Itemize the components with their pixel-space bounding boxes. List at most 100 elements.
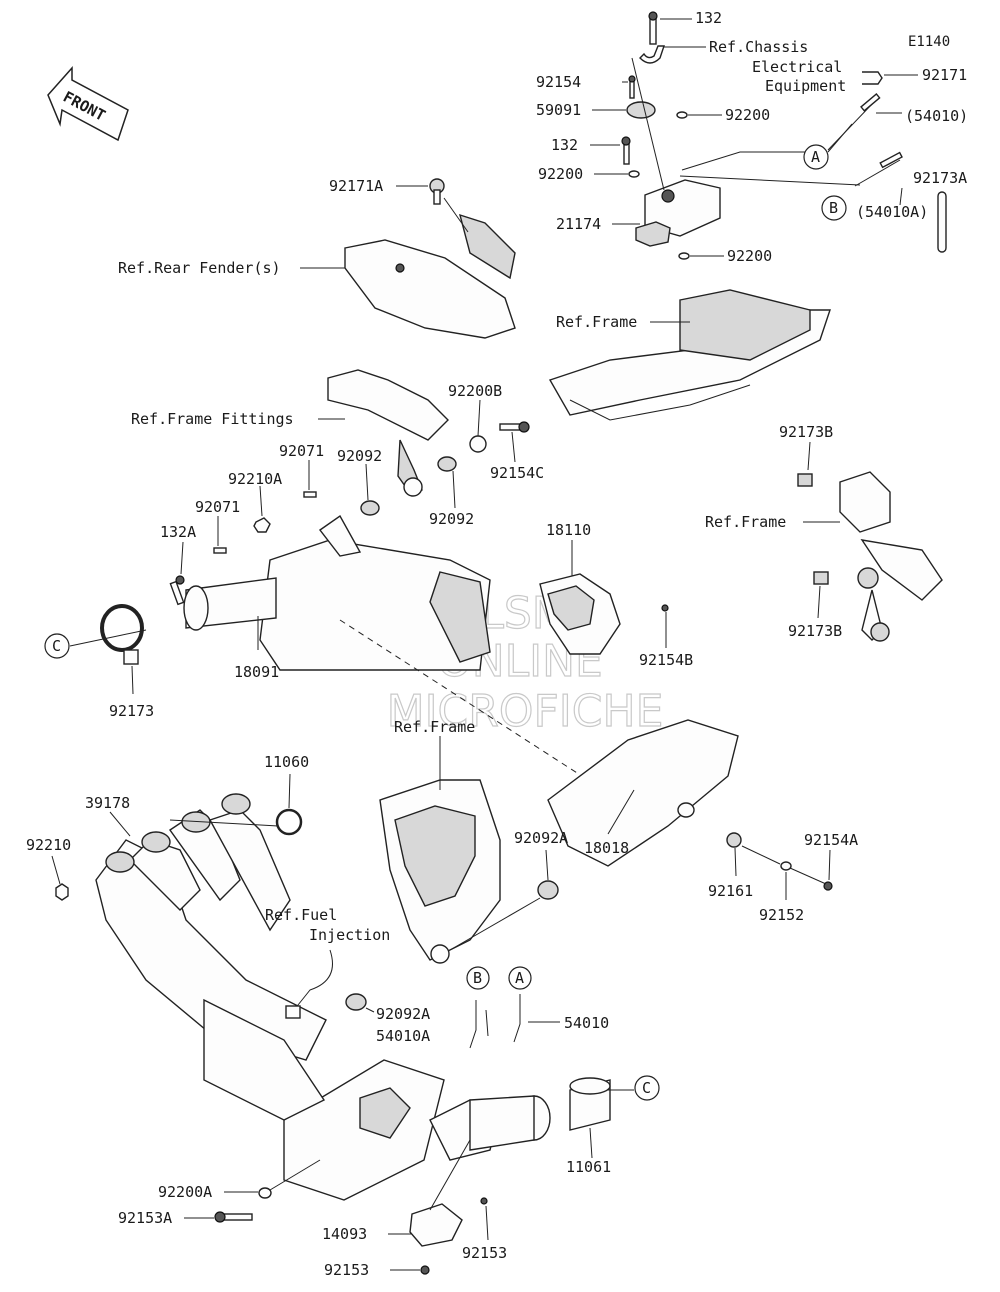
- cable-54010A-bottom-icon: [469, 1000, 477, 1049]
- callout-circle-B-bottom: [466, 966, 490, 990]
- bolt-132-mid-icon: [621, 136, 631, 165]
- part-label: 92092A: [376, 1005, 430, 1023]
- part-label: 92154: [536, 73, 581, 91]
- screw-92154B-icon: [661, 604, 669, 612]
- callout-letter-C: C: [52, 637, 61, 655]
- rear-fender-icon: [344, 213, 516, 339]
- part-label: 92154A: [804, 831, 858, 849]
- callout-letter-B-bottom: B: [473, 969, 482, 987]
- bracket-icon: [639, 45, 665, 64]
- part-label: 92154C: [490, 464, 544, 482]
- silencer-18091-icon: [183, 514, 491, 671]
- cable-54010-icon: [827, 93, 881, 151]
- exhaust-header-pipes-icon: [95, 793, 327, 1061]
- washer-icon: [628, 170, 640, 178]
- callout-letter-C-right: C: [642, 1079, 651, 1097]
- part-label: (54010A): [856, 203, 928, 221]
- bolt-92154C-icon: [499, 421, 530, 433]
- pre-chamber-14093-assembly-icon: [203, 998, 551, 1201]
- clamp-92173A-icon: [937, 191, 947, 253]
- cable-54010A-icon: [854, 151, 903, 187]
- front-arrow-icon: FRONT: [47, 66, 129, 142]
- part-label: 54010: [564, 1014, 609, 1032]
- part-label: 92200: [727, 247, 772, 265]
- part-label: 92200: [538, 165, 583, 183]
- nut-92210-icon: [55, 883, 69, 901]
- bolt-132A-icon: [169, 575, 185, 606]
- part-label: 92153: [462, 1244, 507, 1262]
- ref-frame-mid-label: Ref.Frame: [394, 718, 475, 736]
- part-label: 132: [695, 9, 722, 27]
- part-label: 92173: [109, 702, 154, 720]
- part-label: 59091: [536, 101, 581, 119]
- part-label: 92153A: [118, 1209, 172, 1227]
- part-label: 92092: [429, 510, 474, 528]
- part-label: 54010A: [376, 1027, 430, 1045]
- callout-circle-C: [44, 633, 70, 659]
- o2-sensor-icon: [285, 949, 333, 1019]
- cover-18110-icon: [539, 573, 621, 655]
- ref-fuel-label-2: Injection: [309, 926, 390, 944]
- step-bracket-icon: [797, 471, 943, 642]
- ring-11061-icon: [569, 1077, 611, 1131]
- washer-92200B-icon: [469, 435, 487, 453]
- damper-92071-icon: [213, 547, 227, 554]
- part-label: 132: [551, 136, 578, 154]
- part-label: 11061: [566, 1158, 611, 1176]
- ref-frame-fittings-label: Ref.Frame Fittings: [131, 410, 294, 428]
- part-label: 92210: [26, 836, 71, 854]
- part-label: 92153: [324, 1261, 369, 1279]
- callout-circle-C-right: [634, 1075, 660, 1101]
- cover-14093-icon: [409, 1203, 463, 1247]
- bushing-92092A-icon: [345, 993, 367, 1011]
- clamp-92173-icon: [100, 604, 144, 665]
- part-label: 92092A: [514, 829, 568, 847]
- part-label: 11060: [264, 753, 309, 771]
- part-label: 92171A: [329, 177, 383, 195]
- washer-icon: [678, 252, 690, 260]
- part-label: 92092: [337, 447, 382, 465]
- part-label: 92173B: [779, 423, 833, 441]
- callout-circle-A-bottom: [508, 966, 532, 990]
- engine-mount-frame-icon: [379, 779, 501, 964]
- part-label: 92210A: [228, 470, 282, 488]
- part-label: 92154B: [639, 651, 693, 669]
- part-label: 39178: [85, 794, 130, 812]
- nut-92210A-icon: [253, 517, 271, 533]
- part-label: 92161: [708, 882, 753, 900]
- bushing-92092-icon: [360, 500, 380, 516]
- part-label: 18018: [584, 839, 629, 857]
- part-label: 92200A: [158, 1183, 212, 1201]
- callout-circle-B: [821, 195, 847, 221]
- part-label: 92173B: [788, 622, 842, 640]
- ref-frame-top-label: Ref.Frame: [556, 313, 637, 331]
- callout-letter-B: B: [829, 199, 838, 217]
- clip-92171-icon: [862, 71, 883, 85]
- ref-chassis-label-3: Equipment: [765, 77, 846, 95]
- bushing-92092A-icon: [537, 880, 559, 900]
- part-label: 92171: [922, 66, 967, 84]
- seat-lock-21174-icon: [635, 179, 721, 247]
- tail-frame-icon: [548, 289, 831, 421]
- screw-92154-icon: [628, 75, 636, 99]
- part-label: 92071: [279, 442, 324, 460]
- part-label: 14093: [322, 1225, 367, 1243]
- frame-fittings-icon: [327, 369, 449, 497]
- rivet-92171A-icon: [429, 178, 445, 205]
- heat-guard-18018-icon: [547, 719, 739, 867]
- ref-rear-fender-label: Ref.Rear Fender(s): [118, 259, 281, 277]
- ref-frame-right-label: Ref.Frame: [705, 513, 786, 531]
- part-label: 92071: [195, 498, 240, 516]
- ref-fuel-label: Ref.Fuel: [265, 906, 337, 924]
- bolt-132-icon: [648, 11, 658, 45]
- callout-letter-A-bottom: A: [515, 969, 524, 987]
- gasket-11060-icon: [275, 808, 303, 836]
- part-label: 21174: [556, 215, 601, 233]
- callout-letter-A: A: [811, 148, 820, 166]
- bushing-92092-icon: [437, 456, 457, 472]
- diagram-code: E1140: [908, 34, 950, 50]
- callout-circle-A: [803, 144, 829, 170]
- bolt-92153A-icon: [214, 1211, 253, 1223]
- washer-92152-icon: [780, 861, 792, 871]
